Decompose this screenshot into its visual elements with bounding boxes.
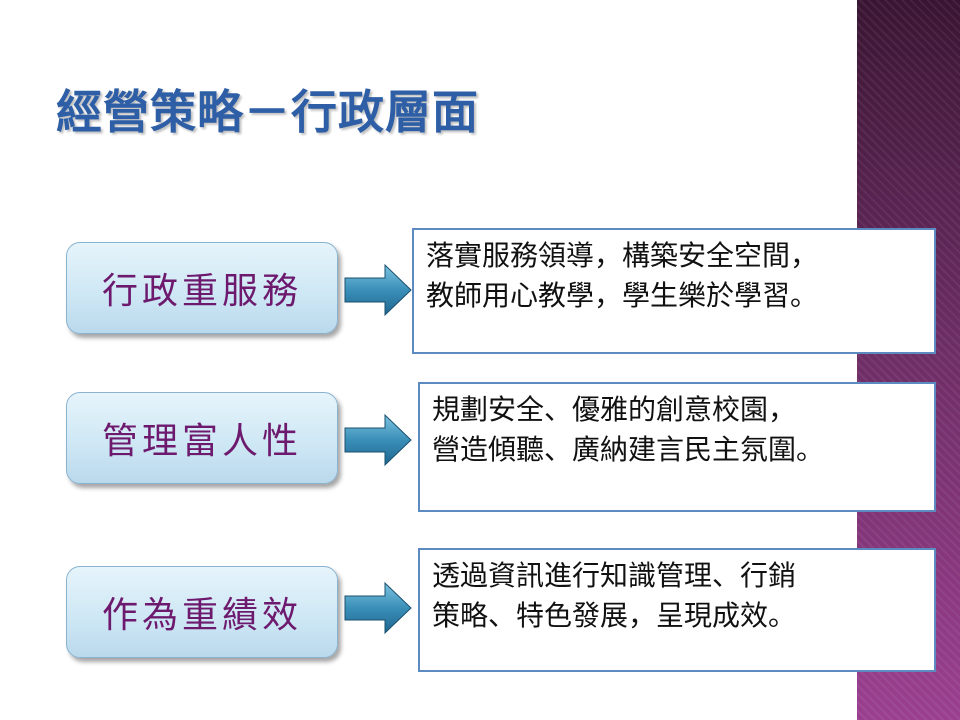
slide-title: 經營策略－行政層面 bbox=[56, 85, 479, 139]
description-line: 透過資訊進行知識管理、行銷 bbox=[432, 559, 797, 592]
description-box-performance: 透過資訊進行知識管理、行銷 策略、特色發展，呈現成效。 bbox=[418, 548, 936, 672]
description-line: 教師用心教學，學生樂於學習。 bbox=[426, 279, 819, 312]
description-line: 落實服務領導，構築安全空間， bbox=[426, 239, 819, 272]
description-box-humanity: 規劃安全、優雅的創意校園， 營造傾聽、廣納建言民主氛圍。 bbox=[418, 382, 936, 512]
description-line: 策略、特色發展，呈現成效。 bbox=[432, 599, 797, 632]
label-pill-humanity: 管理富人性 bbox=[66, 392, 338, 484]
right-arrow-icon bbox=[344, 263, 412, 317]
label-pill-performance: 作為重績效 bbox=[66, 566, 338, 658]
label-pill-service: 行政重服務 bbox=[66, 242, 338, 334]
right-arrow-icon bbox=[344, 581, 412, 635]
description-line: 營造傾聽、廣納建言民主氛圍。 bbox=[432, 433, 825, 466]
description-line: 規劃安全、優雅的創意校園， bbox=[432, 393, 797, 426]
description-box-service: 落實服務領導，構築安全空間， 教師用心教學，學生樂於學習。 bbox=[412, 228, 936, 354]
right-arrow-icon bbox=[344, 413, 412, 467]
